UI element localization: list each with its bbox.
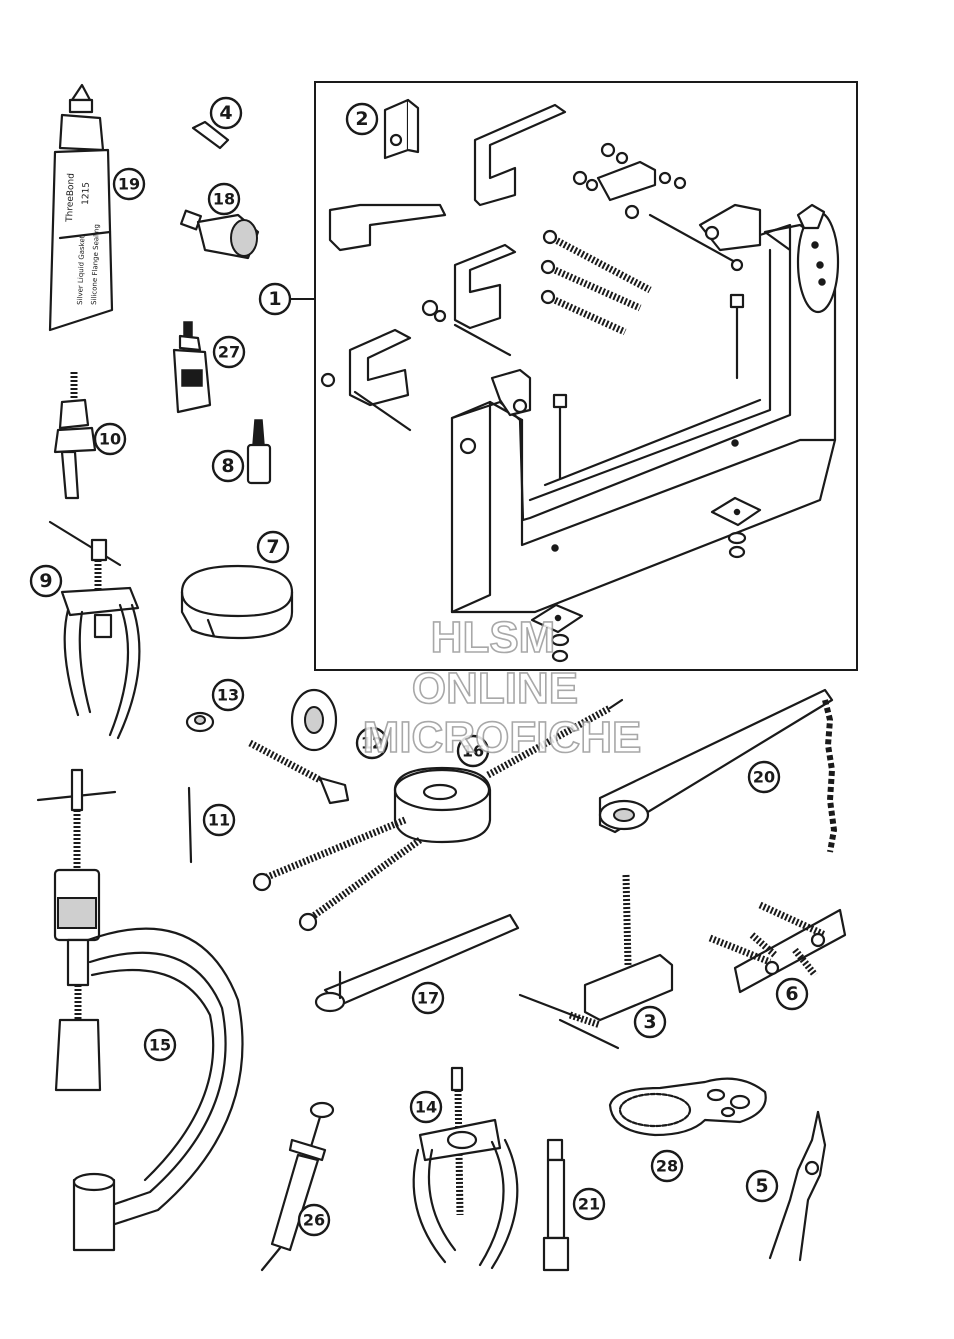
callout-8: 8 xyxy=(211,449,245,483)
callout-1-text: 1 xyxy=(268,288,281,310)
callout-3-text: 3 xyxy=(643,1011,656,1033)
callout-16: 16 xyxy=(456,734,490,768)
tube-text-2: Silicone Flange Sealing xyxy=(90,224,101,305)
item-3-chain-tool xyxy=(518,874,674,1050)
stand-threaded-rods xyxy=(320,142,744,432)
tube-brand: ThreeBond xyxy=(65,173,77,223)
item-20-chain-wrench xyxy=(598,688,838,853)
item-16-holder xyxy=(252,698,624,932)
item-7-ring xyxy=(180,564,294,640)
threebond-sealant-tube: ThreeBond 1215 Silver Liquid Gasket Sili… xyxy=(48,83,114,332)
watermark-line-1: HLSM xyxy=(431,613,556,662)
callout-28: 28 xyxy=(650,1149,684,1183)
callout-10: 10 xyxy=(93,422,127,456)
callout-16-text: 16 xyxy=(462,742,484,761)
callout-17-text: 17 xyxy=(417,989,439,1008)
item-4-cone xyxy=(191,120,230,150)
watermark: HLSM ONLINE MICROFICHE xyxy=(362,612,642,763)
item-11-pin xyxy=(187,786,193,864)
callout-7-text: 7 xyxy=(266,536,279,558)
callout-20: 20 xyxy=(747,760,781,794)
watermark-line-2: ONLINE xyxy=(412,664,578,713)
callout-7: 7 xyxy=(256,530,290,564)
callout-6: 6 xyxy=(775,977,809,1011)
item-6-gear-puller xyxy=(708,901,847,994)
item-12-bolt-washer xyxy=(248,688,350,805)
item-28-holder-plate xyxy=(608,1077,767,1137)
callout-20-text: 20 xyxy=(753,768,775,787)
callout-2: 2 xyxy=(345,102,379,136)
watermark-line-3: MICROFICHE xyxy=(363,713,642,762)
tube-label: ThreeBond 1215 Silver Liquid Gasket Sili… xyxy=(65,173,101,305)
callout-19-text: 19 xyxy=(118,175,140,194)
callout-17: 17 xyxy=(411,981,445,1015)
callout-15-text: 15 xyxy=(149,1036,171,1055)
callout-12-text: 12 xyxy=(361,734,383,753)
callout-19: 19 xyxy=(112,167,146,201)
callout-1: 1 xyxy=(258,282,292,316)
callout-6-text: 6 xyxy=(785,983,798,1005)
item-15-c-puller xyxy=(36,768,244,1252)
callout-21: 21 xyxy=(572,1187,606,1221)
callout-4: 4 xyxy=(209,96,243,130)
item-17-spanner xyxy=(314,913,520,1013)
callout-5: 5 xyxy=(745,1169,779,1203)
callout-13-text: 13 xyxy=(217,686,239,705)
callout-15: 15 xyxy=(143,1028,177,1062)
stand-brackets xyxy=(328,103,567,407)
item-5-pliers xyxy=(768,1110,827,1262)
engine-stand-kit-box xyxy=(314,81,858,671)
callout-26: 26 xyxy=(297,1203,331,1237)
callout-9: 9 xyxy=(29,564,63,598)
callout-10-text: 10 xyxy=(99,430,121,449)
callout-11-text: 11 xyxy=(208,811,230,830)
callout-9-text: 9 xyxy=(39,570,52,592)
engine-stand xyxy=(450,203,840,663)
item-9-three-jaw-puller xyxy=(48,520,141,740)
item-8-bottle xyxy=(246,419,272,485)
item-21-socket xyxy=(542,1138,570,1272)
callout-28-text: 28 xyxy=(656,1157,678,1176)
tube-text-1: Silver Liquid Gasket xyxy=(76,235,86,305)
callout-12: 12 xyxy=(355,726,389,760)
callout-5-text: 5 xyxy=(755,1175,768,1197)
item-27-bottle xyxy=(172,321,212,414)
callout-14-text: 14 xyxy=(415,1098,437,1117)
callout-26-text: 26 xyxy=(303,1211,325,1230)
callout-21-text: 21 xyxy=(578,1195,600,1214)
callout-18: 18 xyxy=(207,182,241,216)
item-13-nut xyxy=(185,711,215,733)
callout-4-text: 4 xyxy=(219,102,232,124)
callout-2-text: 2 xyxy=(355,108,368,130)
item-14-puller xyxy=(412,1066,519,1270)
callout-27-text: 27 xyxy=(218,343,240,362)
callout-3: 3 xyxy=(633,1005,667,1039)
callout-8-text: 8 xyxy=(221,455,234,477)
item-18-adapter xyxy=(179,209,260,260)
callout-14: 14 xyxy=(409,1090,443,1124)
callout-13: 13 xyxy=(211,678,245,712)
callout-18-text: 18 xyxy=(213,190,235,209)
item-26-syringe xyxy=(260,1101,335,1272)
callout-11: 11 xyxy=(202,803,236,837)
callout-27: 27 xyxy=(212,335,246,369)
tube-code: 1215 xyxy=(81,182,92,205)
item-10-puller xyxy=(53,372,97,500)
item-2-bracket xyxy=(383,98,420,160)
